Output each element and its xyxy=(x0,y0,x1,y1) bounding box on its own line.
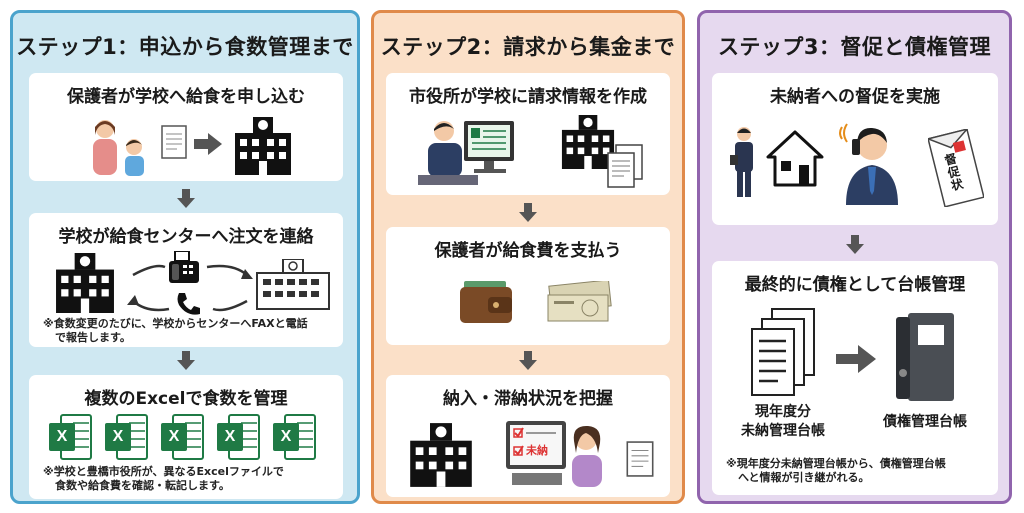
visitor-icon xyxy=(730,125,758,199)
excel-letter: X xyxy=(56,428,68,445)
document-icon xyxy=(626,441,654,477)
office-worker-icon xyxy=(416,115,520,187)
step1-card-order-note-line1: ※食数変更のたびに、学校からセンターへFAXと電話 xyxy=(43,317,308,330)
excel-letter: X xyxy=(280,428,292,445)
step3-card-dunning-title: 未納者への督促を実施 xyxy=(770,87,940,107)
right-arrow-icon xyxy=(194,133,222,155)
step1-panel: ステップ1：申込から食数管理まで 保護者が学校へ給食を申し込む xyxy=(10,10,360,504)
step1-card-order-note: ※食数変更のたびに、学校からセンターへFAXと電話 で報告します。 xyxy=(43,317,339,345)
step3-title: ステップ3：督促と債権管理 xyxy=(717,35,992,59)
step3-card-ledger-note-line1: ※現年度分未納管理台帳から、債権管理台帳 xyxy=(726,457,946,470)
excel-icon: X xyxy=(271,413,317,461)
step3-panel: ステップ3：督促と債権管理 未納者への督促を実施 督促状 最終的に債権として台帳 xyxy=(697,10,1012,504)
invoice-documents-icon xyxy=(604,143,646,189)
step3-card-ledger-note: ※現年度分未納管理台帳から、債権管理台帳 へと情報が引き継がれる。 xyxy=(726,457,992,485)
step3-card-ledger-title: 最終的に債権として台帳管理 xyxy=(744,275,966,295)
step1-card-excel-note: ※学校と豊橋市役所が、異なるExcelファイルで 食数や給食費を確認・転記します… xyxy=(43,465,339,493)
phone-icon xyxy=(175,291,201,317)
claims-ledger-label: 債権管理台帳 xyxy=(883,414,967,430)
parent-child-icon xyxy=(79,115,157,177)
step1-card-order: 学校が給食センターへ注文を連絡 xyxy=(29,213,343,347)
school-icon xyxy=(53,253,117,313)
step2-card-invoice-title: 市役所が学校に請求情報を作成 xyxy=(409,87,647,107)
excel-icon: X xyxy=(215,413,261,461)
step2-card-status-title: 納入・滞納状況を把握 xyxy=(443,389,613,409)
caller-icon xyxy=(836,121,906,205)
unpaid-checklist-icon: 未納 xyxy=(504,419,576,489)
step1-card-excel-note-line1: ※学校と豊橋市役所が、異なるExcelファイルで xyxy=(43,465,284,478)
step3-card-ledger-note-line2: へと情報が引き継がれる。 xyxy=(738,471,870,484)
excel-letter: X xyxy=(112,428,124,445)
right-arrow-icon xyxy=(836,345,876,373)
document-icon xyxy=(161,125,187,159)
school-icon xyxy=(408,423,474,487)
binder-icon xyxy=(894,311,956,403)
step1-card-excel: 複数のExcelで食数を管理 X X X X X ※学校と豊橋市役所が、異なるExcel… xyxy=(29,375,343,499)
step1-card-apply: 保護者が学校へ給食を申し込む xyxy=(29,73,343,181)
step2-card-payment: 保護者が給食費を支払う xyxy=(386,227,670,345)
step1-card-order-title: 学校が給食センターへ注文を連絡 xyxy=(58,227,314,247)
excel-icon: X xyxy=(159,413,205,461)
step1-card-excel-note-line2: 食数や給食費を確認・転記します。 xyxy=(55,479,230,492)
step2-card-payment-title: 保護者が給食費を支払う xyxy=(434,241,622,261)
step3-card-ledger: 最終的に債権として台帳管理 現年度分 未納管理台帳 債権管理台帳 ※現年度分未納… xyxy=(712,261,998,495)
wallet-icon xyxy=(458,279,514,325)
fax-icon xyxy=(167,251,201,285)
clerk-woman-icon xyxy=(562,423,608,489)
excel-letter: X xyxy=(168,428,180,445)
kitchen-center-icon xyxy=(255,259,331,311)
ledger-stack-icon xyxy=(746,307,818,401)
house-icon xyxy=(766,129,824,187)
current-year-ledger-label-line1: 現年度分 xyxy=(755,404,811,420)
step2-card-invoice: 市役所が学校に請求情報を作成 xyxy=(386,73,670,195)
step1-title: ステップ1：申込から食数管理まで xyxy=(16,35,354,59)
step2-panel: ステップ2：請求から集金まで 市役所が学校に請求情報を作成 保護者が給食 xyxy=(371,10,685,504)
school-icon xyxy=(233,117,293,175)
step1-card-excel-title: 複数のExcelで食数を管理 xyxy=(84,389,288,409)
school-icon xyxy=(560,115,616,169)
step2-title: ステップ2：請求から集金まで xyxy=(380,35,676,59)
excel-letter: X xyxy=(224,428,236,445)
excel-icon: X xyxy=(103,413,149,461)
step1-card-apply-title: 保護者が学校へ給食を申し込む xyxy=(67,87,305,107)
step2-card-status: 納入・滞納状況を把握 未納 xyxy=(386,375,670,497)
current-year-ledger-label-line2: 未納管理台帳 xyxy=(741,423,825,439)
unpaid-mark: 未納 xyxy=(526,444,548,457)
cash-icon xyxy=(546,281,612,325)
step3-card-dunning: 未納者への督促を実施 督促状 xyxy=(712,73,998,225)
demand-notice-icon: 督促状 xyxy=(928,129,984,207)
exchange-arrows-icon xyxy=(125,261,255,315)
excel-icon: X xyxy=(47,413,93,461)
step1-card-order-note-line2: で報告します。 xyxy=(55,331,131,344)
current-year-ledger-label: 現年度分 未納管理台帳 xyxy=(728,403,838,441)
